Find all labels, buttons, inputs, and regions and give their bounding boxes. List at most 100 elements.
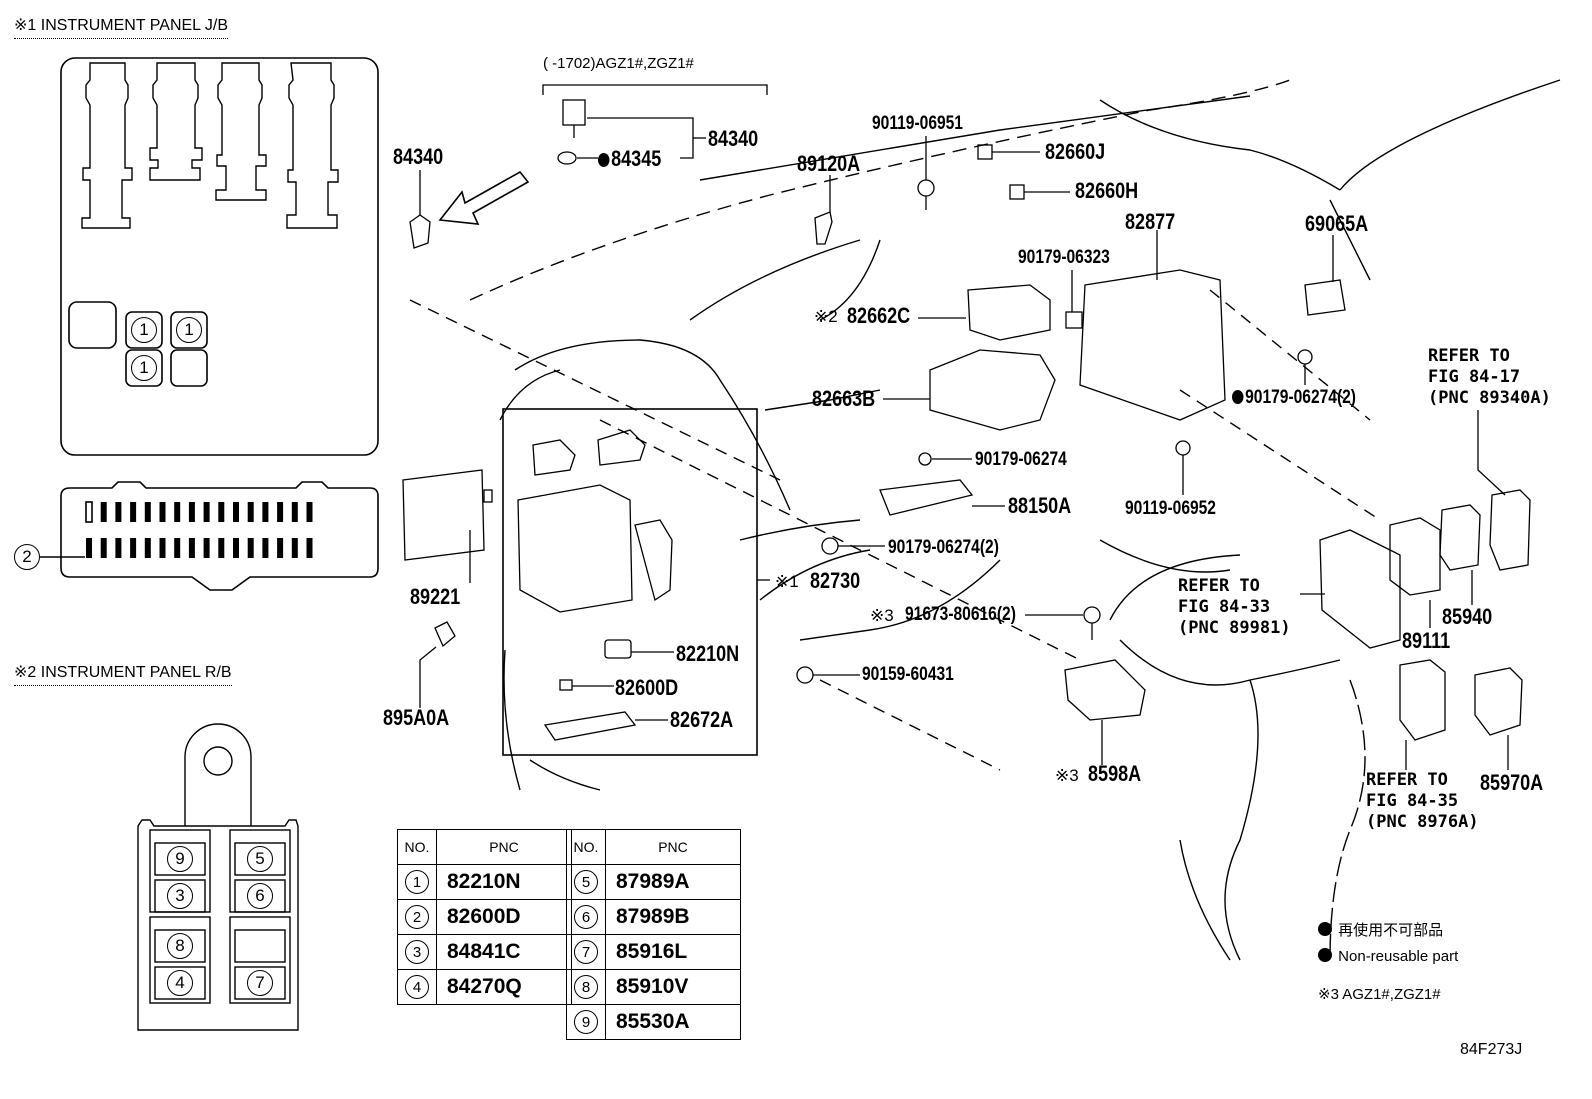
connector-pin — [144, 538, 151, 558]
callout-84340[interactable]: 84340 — [393, 144, 444, 169]
connector-pin — [291, 502, 298, 522]
connector-pin — [115, 502, 122, 522]
ref-number: 5 — [574, 870, 598, 894]
refer-note-fig-84-17[interactable]: REFER TO FIG 84-17 (PNC 89340A) — [1428, 346, 1551, 408]
connector-pin — [130, 502, 137, 522]
refer-note-fig-84-33[interactable]: REFER TO FIG 84-33 (PNC 89981) — [1178, 576, 1291, 638]
callout-82662C-mark: ※2 — [814, 307, 838, 326]
callout-82660J[interactable]: 82660J — [1045, 139, 1106, 164]
callout-90179-06323[interactable]: 90179-06323 — [1018, 247, 1110, 268]
ref-number: 4 — [405, 975, 429, 999]
table-header-row: NO. PNC — [566, 829, 741, 865]
connector-pin — [233, 502, 239, 522]
table-row: 9 85530A — [566, 1004, 741, 1040]
connector-pin — [233, 538, 239, 558]
direction-arrow — [438, 170, 530, 225]
rb-slot-9: 9 — [167, 846, 193, 872]
rb-slot-5: 5 — [247, 846, 273, 872]
connector-pin — [174, 538, 181, 558]
pnc-value[interactable]: 87989B — [605, 899, 741, 935]
connector-pin — [218, 538, 225, 558]
connector-pin — [218, 502, 225, 522]
callout-82600D[interactable]: 82600D — [615, 675, 679, 700]
jb-relay-marker-2: 1 — [176, 317, 202, 343]
callout-85940[interactable]: 85940 — [1442, 604, 1493, 629]
pnc-value[interactable]: 85916L — [605, 934, 741, 970]
callout-90179-06274-2-top[interactable]: 90179-06274(2) — [1232, 388, 1356, 407]
callout-82730[interactable]: 82730 — [810, 568, 861, 593]
jb-empty-slot — [68, 301, 117, 349]
jb-relay-slot-2 — [170, 311, 208, 349]
ref-number: 1 — [405, 870, 429, 894]
header-no: NO. — [397, 829, 437, 865]
callout-90179-06274-2-mid[interactable]: 90179-06274(2) — [888, 537, 999, 558]
connector-pin — [247, 502, 254, 522]
connector-pin — [85, 501, 93, 523]
callout-90119-06951[interactable]: 90119-06951 — [872, 113, 963, 134]
callout-91673-80616[interactable]: 91673-80616(2) — [905, 604, 1016, 625]
header-no: NO. — [566, 829, 606, 865]
jb-fuse-outlines — [81, 62, 339, 229]
non-reusable-icon — [598, 153, 610, 167]
callout-895A0A[interactable]: 895A0A — [383, 705, 450, 730]
connector-pin — [86, 538, 92, 558]
jb-connector-marker: 2 — [14, 544, 40, 570]
pnc-value[interactable]: 84270Q — [436, 969, 572, 1005]
callout-82672A[interactable]: 82672A — [670, 707, 734, 732]
connector-pin — [262, 538, 269, 558]
jb-inset-title: ※1 INSTRUMENT PANEL J/B — [14, 15, 229, 39]
figure-id: 84F273J — [1460, 1041, 1523, 1058]
connector-pin — [306, 502, 313, 522]
connector-pin — [188, 538, 195, 558]
pnc-value[interactable]: 84841C — [436, 934, 572, 970]
connector-pin — [262, 502, 269, 522]
callout-8598A[interactable]: 8598A — [1088, 761, 1142, 786]
connector-pin — [291, 538, 298, 558]
part-shapes — [402, 99, 1531, 741]
connector-pin — [100, 502, 107, 522]
non-reusable-icon — [1318, 948, 1332, 962]
callout-89221[interactable]: 89221 — [410, 584, 461, 609]
callout-84345[interactable]: 84345 — [598, 148, 661, 170]
callout-82663B[interactable]: 82663B — [812, 386, 876, 411]
pnc-value[interactable]: 87989A — [605, 864, 741, 900]
jb-detail-frame — [502, 408, 758, 756]
ref-number: 9 — [574, 1010, 598, 1034]
callout-82210N[interactable]: 82210N — [676, 641, 740, 666]
callout-82877[interactable]: 82877 — [1125, 209, 1176, 234]
callout-89120A[interactable]: 89120A — [797, 151, 861, 176]
callout-82660H[interactable]: 82660H — [1075, 178, 1139, 203]
callout-8598A-mark: ※3 — [1055, 766, 1079, 785]
callout-85970A[interactable]: 85970A — [1480, 770, 1544, 795]
callout-90179-06274[interactable]: 90179-06274 — [975, 449, 1067, 470]
callout-90119-06952[interactable]: 90119-06952 — [1125, 498, 1216, 519]
callout-89111[interactable]: 89111 — [1402, 628, 1451, 653]
pnc-value[interactable]: 82210N — [436, 864, 572, 900]
pnc-value[interactable]: 82600D — [436, 899, 572, 935]
jb-relay-marker-3: 1 — [131, 355, 157, 381]
connector-pin — [159, 502, 166, 522]
callout-90159-60431[interactable]: 90159-60431 — [862, 664, 954, 685]
refer-note-fig-84-35[interactable]: REFER TO FIG 84-35 (PNC 8976A) — [1366, 770, 1479, 832]
callout-69065A[interactable]: 69065A — [1305, 211, 1369, 236]
connector-pins — [85, 501, 313, 558]
ref-number: 2 — [405, 905, 429, 929]
jb-empty-slot-2 — [170, 349, 208, 387]
connector-pin — [277, 538, 284, 558]
table-row: 1 82210N — [397, 864, 572, 900]
connector-pin — [203, 538, 210, 558]
callout-84340-assembly[interactable]: 84340 — [708, 126, 759, 151]
connector-pin — [277, 502, 284, 522]
pnc-value[interactable]: 85530A — [605, 1004, 741, 1040]
connector-pin — [100, 538, 107, 558]
pnc-value[interactable]: 85910V — [605, 969, 741, 1005]
header-pnc: PNC — [605, 829, 741, 865]
callout-82662C[interactable]: 82662C — [847, 303, 911, 328]
callout-88150A[interactable]: 88150A — [1008, 493, 1072, 518]
callout-82730-mark: ※1 — [775, 572, 799, 591]
ref-number: 3 — [405, 940, 429, 964]
variant-note: ( -1702)AGZ1#,ZGZ1# — [543, 55, 694, 72]
